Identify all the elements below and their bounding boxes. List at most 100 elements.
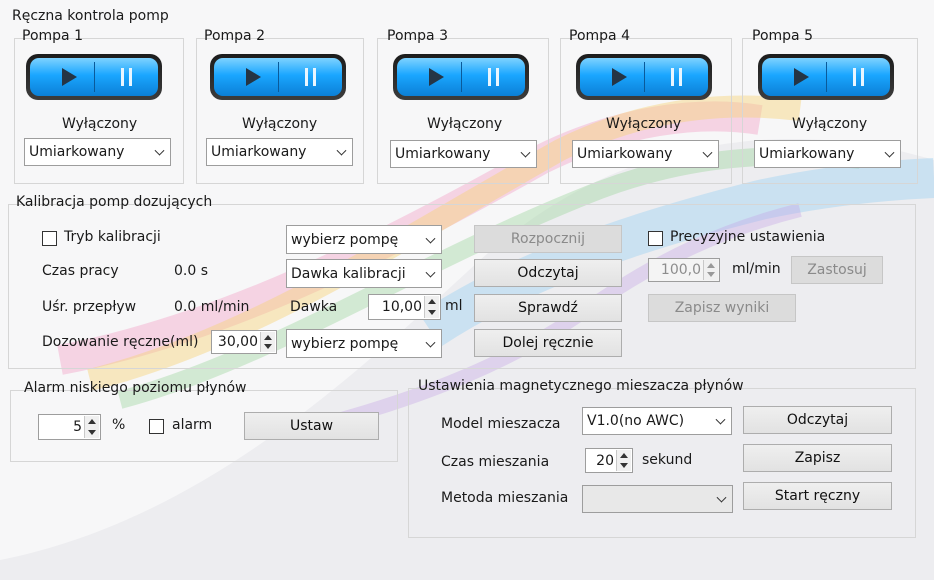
dose-value: 10,00 (381, 299, 422, 315)
mixer-model-value: V1.0(no AWC) (587, 413, 685, 429)
dose-unit: ml (445, 298, 463, 314)
calibration-pump-select-value: wybierz pompę (291, 231, 399, 248)
spin-arrows-icon[interactable] (616, 450, 631, 471)
calibration-mode-label: Tryb kalibracji (64, 229, 161, 245)
dose-type-select-value: Dawka kalibracji (291, 265, 406, 282)
play-icon[interactable] (612, 68, 627, 86)
spin-arrows-icon[interactable] (703, 260, 718, 280)
pump-2-group (196, 38, 364, 184)
pump-4-group (560, 38, 732, 184)
pump-2-status: Wyłączony (242, 116, 318, 132)
pump-4-play-pause-switch[interactable] (576, 54, 712, 100)
spin-arrows-icon[interactable] (84, 416, 99, 438)
precise-flow-value: 100,0 (660, 262, 701, 278)
mixer-model-label: Model mieszacza (441, 416, 561, 432)
alarm-set-button[interactable]: Ustaw (244, 412, 379, 440)
manual-dose-pump-select-value: wybierz pompę (291, 335, 399, 352)
alarm-group (10, 390, 398, 462)
pause-icon[interactable] (305, 68, 317, 86)
spin-arrows-icon[interactable] (424, 296, 439, 318)
pump-1-title: Pompa 1 (22, 28, 83, 44)
dose-spinner[interactable]: 10,00 (368, 294, 441, 320)
calibration-pump-select[interactable]: wybierz pompę (286, 225, 442, 254)
pump-1-mode-value: Umiarkowany (29, 144, 125, 160)
precise-flow-unit: ml/min (732, 261, 781, 277)
pump-2-play-pause-switch[interactable] (210, 54, 346, 100)
chevron-down-icon (520, 147, 531, 158)
avg-flow-label: Uśr. przepływ (42, 299, 137, 315)
pump-5-status: Wyłączony (792, 116, 868, 132)
avg-flow-value: 0.0 ml/min (174, 299, 250, 315)
mixer-read-button[interactable]: Odczytaj (743, 406, 892, 434)
pump-1-mode-select[interactable]: Umiarkowany (24, 138, 171, 166)
pump-4-status: Wyłączony (606, 116, 682, 132)
apply-button[interactable]: Zastosuj (791, 256, 883, 284)
pump-3-group (377, 38, 549, 184)
chevron-down-icon (702, 147, 713, 158)
pump-1-play-pause-switch[interactable] (26, 54, 162, 100)
precise-settings-checkbox[interactable] (648, 231, 663, 246)
dose-type-select[interactable]: Dawka kalibracji (286, 259, 442, 288)
pump-2-mode-value: Umiarkowany (211, 144, 307, 160)
pause-icon[interactable] (853, 68, 865, 86)
pause-icon[interactable] (671, 68, 683, 86)
play-icon[interactable] (429, 68, 444, 86)
chevron-down-icon (154, 145, 165, 156)
play-icon[interactable] (794, 68, 809, 86)
pump-5-group (742, 38, 918, 184)
pump-5-play-pause-switch[interactable] (758, 54, 894, 100)
chevron-down-icon (425, 267, 436, 278)
chevron-down-icon (716, 492, 727, 503)
manual-fill-button[interactable]: Dolej ręcznie (474, 329, 622, 357)
manual-dose-pump-select[interactable]: wybierz pompę (286, 329, 442, 358)
pump-1-group (14, 38, 184, 184)
play-icon[interactable] (246, 68, 261, 86)
spin-arrows-icon[interactable] (260, 332, 275, 352)
pump-3-play-pause-switch[interactable] (393, 54, 529, 100)
alarm-threshold-value: 5 (73, 419, 82, 435)
chevron-down-icon (884, 147, 895, 158)
work-time-label: Czas pracy (42, 263, 119, 279)
pause-icon[interactable] (488, 68, 500, 86)
alarm-checkbox[interactable] (149, 419, 164, 434)
mixer-save-button[interactable]: Zapisz (743, 444, 892, 472)
manual-dose-spinner[interactable]: 30,00 (211, 330, 277, 354)
calibration-group (8, 204, 916, 369)
play-icon[interactable] (62, 68, 77, 86)
manual-control-title: Ręczna kontrola pomp (12, 8, 169, 24)
alarm-unit: % (112, 417, 126, 433)
calibration-mode-checkbox[interactable] (42, 231, 57, 246)
alarm-title: Alarm niskiego poziomu płynów (24, 380, 247, 396)
start-calibration-button[interactable]: Rozpocznij (474, 225, 622, 253)
mixing-time-spinner[interactable]: 20 (585, 448, 633, 473)
pump-1-status: Wyłączony (62, 116, 138, 132)
alarm-threshold-spinner[interactable]: 5 (38, 414, 101, 440)
pump-4-title: Pompa 4 (569, 28, 630, 44)
mixing-time-value: 20 (596, 452, 614, 469)
chevron-down-icon (715, 414, 726, 425)
pump-4-mode-select[interactable]: Umiarkowany (572, 140, 719, 168)
pump-3-mode-select[interactable]: Umiarkowany (390, 140, 537, 168)
pump-5-mode-value: Umiarkowany (759, 146, 855, 162)
precise-flow-spinner[interactable]: 100,0 (648, 258, 720, 282)
alarm-checkbox-label: alarm (172, 417, 213, 433)
precise-settings-label: Precyzyjne ustawienia (670, 229, 826, 245)
check-button[interactable]: Sprawdź (474, 294, 622, 322)
mixing-time-unit: sekund (642, 452, 693, 468)
mixing-method-select[interactable] (582, 485, 733, 513)
pump-2-mode-select[interactable]: Umiarkowany (206, 138, 353, 166)
pump-5-mode-select[interactable]: Umiarkowany (754, 140, 901, 168)
chevron-down-icon (336, 145, 347, 156)
mixing-method-label: Metoda mieszania (441, 490, 569, 506)
mixing-time-label: Czas mieszania (441, 454, 550, 470)
save-results-button[interactable]: Zapisz wyniki (648, 294, 796, 322)
pump-4-mode-value: Umiarkowany (577, 146, 673, 162)
pause-icon[interactable] (121, 68, 133, 86)
chevron-down-icon (425, 337, 436, 348)
mixer-model-select[interactable]: V1.0(no AWC) (582, 407, 732, 435)
mixer-manual-start-button[interactable]: Start ręczny (743, 482, 892, 510)
read-calibration-button[interactable]: Odczytaj (474, 259, 622, 287)
pump-5-title: Pompa 5 (752, 28, 813, 44)
manual-dose-label: Dozowanie ręczne(ml) (42, 334, 199, 350)
